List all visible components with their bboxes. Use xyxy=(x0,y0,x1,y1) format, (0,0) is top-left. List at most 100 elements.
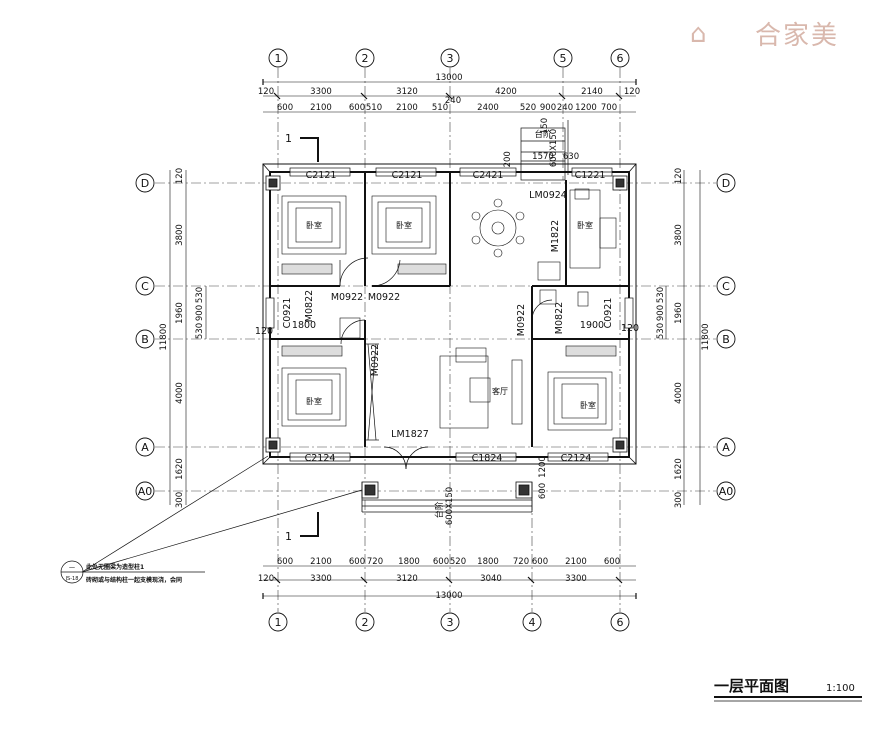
dim-bot-r1-8: 720 xyxy=(513,557,529,567)
note-bubble-bottom: JS-18 xyxy=(65,576,79,582)
note-line-2: 砖砌或与结构柱一起支模现浇，会同 xyxy=(86,576,182,584)
label-c2124-b: C2124 xyxy=(561,453,592,464)
dim-top-r3-6: 240 xyxy=(445,96,461,106)
grid-label-A0-right: A0 xyxy=(719,485,734,498)
dim-150-top: 150 xyxy=(540,118,550,134)
label-c2121-b: C2121 xyxy=(392,170,423,181)
dim-bot-r1-7: 1800 xyxy=(477,557,499,567)
grid-label-1-bottom: 1 xyxy=(275,616,282,629)
dim-left-sub-2: 530 xyxy=(195,323,205,339)
dim-top-total: 13000 xyxy=(435,73,462,83)
dim-top-r3-7: 2400 xyxy=(477,103,499,113)
room-bedroom-1: 卧室 xyxy=(306,220,322,230)
label-c0921-a: C0921 xyxy=(282,298,293,329)
dim-right-3: 4000 xyxy=(674,382,684,404)
dim-bot-r1-10: 2100 xyxy=(565,557,587,567)
label-c1221: C1221 xyxy=(575,170,606,181)
dim-top-r3-10: 240 xyxy=(557,103,573,113)
dim-1800-local: 1800 xyxy=(292,320,316,331)
dim-bot-r1-4: 1800 xyxy=(398,557,420,567)
room-living: 客厅 xyxy=(492,386,508,396)
grid-label-5-top: 5 xyxy=(560,52,567,65)
dim-top-r2-5: 120 xyxy=(624,87,640,97)
dim-bot-r2-1: 3300 xyxy=(310,574,332,584)
dim-1200-top: 1200 xyxy=(503,151,513,173)
section-mark-bottom-label: 1 xyxy=(285,530,292,543)
dim-1900-local: 1900 xyxy=(580,320,604,331)
grid-label-C-left: C xyxy=(141,280,149,293)
label-m1822: M1822 xyxy=(550,220,561,252)
dim-top-r3-3: 510 xyxy=(366,103,382,113)
dim-bot-r1-9: 600 xyxy=(532,557,548,567)
dim-bot-r2-2: 3120 xyxy=(396,574,418,584)
dim-bot-r2-0: 120 xyxy=(258,574,274,584)
room-bedroom-2: 卧室 xyxy=(396,220,412,230)
windows xyxy=(265,167,634,462)
title-underline xyxy=(714,696,862,702)
doors xyxy=(339,257,553,470)
dim-left-sub-0: 530 xyxy=(195,287,205,303)
dim-bot-r1-0: 600 xyxy=(277,557,293,567)
grid-bubbles-top: 1 2 3 5 6 xyxy=(268,48,630,68)
dim-right-2: 1960 xyxy=(674,302,684,324)
dim-left-3: 4000 xyxy=(175,382,185,404)
steps-top-label: 台阶 xyxy=(534,129,552,140)
dim-top-r3-12: 700 xyxy=(601,103,617,113)
note-line-1: 此处无圈梁为造型柱1 xyxy=(86,563,144,571)
dim-top-r3-4: 2100 xyxy=(396,103,418,113)
steps-bottom-size: 600X150 xyxy=(445,487,455,525)
dimensions-right xyxy=(665,170,701,505)
label-c2121-a: C2121 xyxy=(306,170,337,181)
dim-top-r2-1: 3300 xyxy=(310,87,332,97)
dim-bot-r1-5: 600 xyxy=(433,557,449,567)
grid-label-2-top: 2 xyxy=(362,52,369,65)
dim-left-5: 300 xyxy=(175,492,185,508)
dim-right-total: 11800 xyxy=(701,323,711,350)
room-bedroom-3: 卧室 xyxy=(577,220,593,230)
dimensions-bottom xyxy=(262,565,637,599)
dim-top-r3-8: 520 xyxy=(520,103,536,113)
label-m0822-a: M0822 xyxy=(304,290,315,322)
dim-630: 630 xyxy=(563,152,579,162)
grid-bubbles-sides: D C B A A0 D C B A A0 xyxy=(135,173,736,501)
dim-right-5: 300 xyxy=(674,492,684,508)
grid-label-6-bottom: 6 xyxy=(617,616,624,629)
room-bedroom-4: 卧室 xyxy=(306,396,322,406)
dim-top-r2-0: 120 xyxy=(258,87,274,97)
dim-bot-r2-3: 3040 xyxy=(480,574,502,584)
dim-top-r3-0: 600 xyxy=(277,103,293,113)
dim-top-r3-11: 1200 xyxy=(575,103,597,113)
room-bedroom-5: 卧室 xyxy=(580,400,596,410)
label-m0922-c: M0922 xyxy=(370,344,381,376)
dim-top-r3-9: 900 xyxy=(540,103,556,113)
front-porch xyxy=(361,481,533,513)
dim-bot-r1-11: 600 xyxy=(604,557,620,567)
watermark-logo-icon: ⌂ xyxy=(690,19,709,49)
dim-left-sub-1: 900 xyxy=(195,305,205,321)
grid-label-B-right: B xyxy=(722,333,730,346)
grid-bubbles-bottom: 1 2 3 4 6 xyxy=(268,612,630,632)
label-c1824: C1824 xyxy=(472,453,503,464)
grid-label-C-right: C xyxy=(722,280,730,293)
dim-120-right: 120 xyxy=(621,323,639,334)
dim-right-sub-2: 530 xyxy=(656,323,666,339)
grid-label-A-left: A xyxy=(141,441,149,454)
label-c2421: C2421 xyxy=(473,170,504,181)
dining-kitchen-living xyxy=(339,188,617,429)
label-m0822-b: M0822 xyxy=(554,302,565,334)
dim-bot-r1-1: 2100 xyxy=(310,557,332,567)
watermark: ⌂ 合家美 xyxy=(690,19,837,51)
axis-lines xyxy=(155,68,716,612)
grid-label-6-top: 6 xyxy=(617,52,624,65)
label-lm0924: LM0924 xyxy=(529,190,567,201)
dim-1570: 1570 xyxy=(532,152,554,162)
dim-right-1: 3800 xyxy=(674,224,684,246)
dim-bot-r2-4: 3300 xyxy=(565,574,587,584)
dim-120-left: 120 xyxy=(255,326,273,337)
dim-left-2: 1960 xyxy=(175,302,185,324)
entry-steps-top xyxy=(520,120,569,181)
dimensions-top xyxy=(262,79,637,113)
corner-columns xyxy=(265,175,628,453)
grid-label-A-right: A xyxy=(722,441,730,454)
